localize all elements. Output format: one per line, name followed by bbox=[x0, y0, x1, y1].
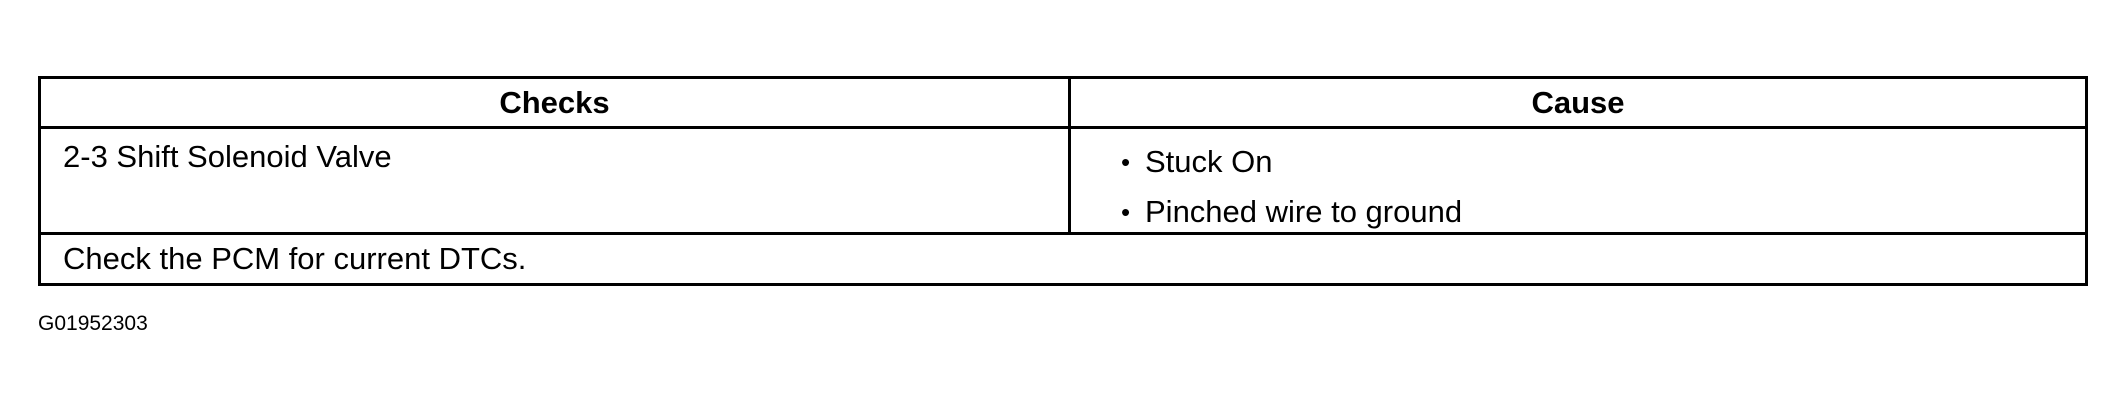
header-checks: Checks bbox=[41, 79, 1071, 126]
cause-item-2: • Pinched wire to ground bbox=[1121, 187, 2085, 237]
table-note-row: Check the PCM for current DTCs. bbox=[41, 235, 2085, 283]
cause-list: • Stuck On • Pinched wire to ground bbox=[1121, 137, 2085, 237]
bullet-icon: • bbox=[1121, 147, 1131, 177]
table-header-row: Checks Cause bbox=[41, 79, 2085, 129]
diagnostic-table: Checks Cause 2-3 Shift Solenoid Valve • … bbox=[38, 76, 2088, 286]
figure-id: G01952303 bbox=[38, 312, 148, 335]
cause-text-1: Stuck On bbox=[1145, 144, 1273, 179]
cause-cell: • Stuck On • Pinched wire to ground bbox=[1071, 129, 2085, 232]
table-row: 2-3 Shift Solenoid Valve • Stuck On • Pi… bbox=[41, 129, 2085, 235]
cause-item-1: • Stuck On bbox=[1121, 137, 2085, 187]
check-cell: 2-3 Shift Solenoid Valve bbox=[41, 129, 1071, 232]
bullet-icon: • bbox=[1121, 197, 1131, 227]
header-cause: Cause bbox=[1531, 84, 1625, 120]
cause-text-2: Pinched wire to ground bbox=[1145, 194, 1463, 229]
note-cell: Check the PCM for current DTCs. bbox=[63, 241, 527, 276]
